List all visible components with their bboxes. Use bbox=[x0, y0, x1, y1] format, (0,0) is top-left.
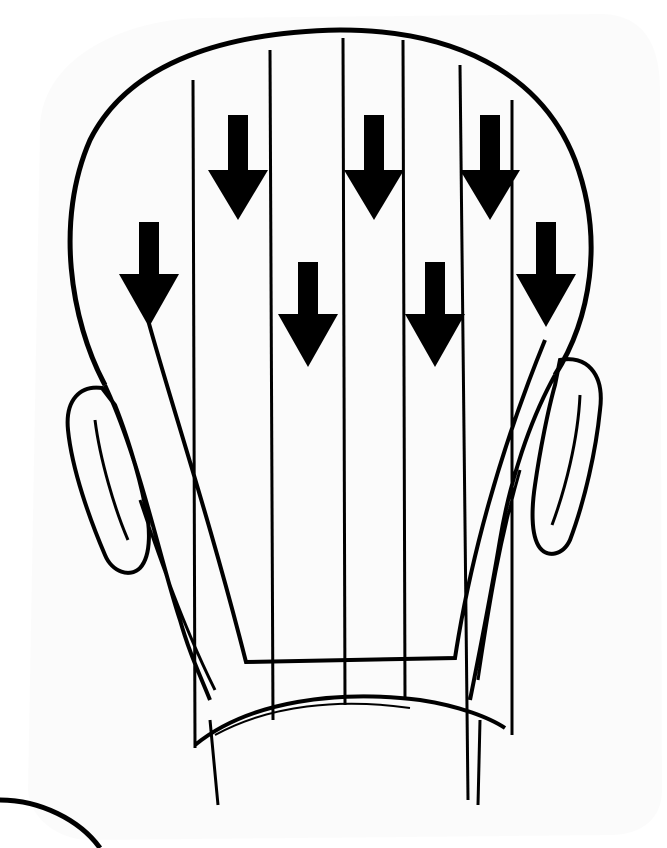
guide-line-8 bbox=[478, 720, 480, 805]
guide-line-1 bbox=[193, 80, 195, 748]
guide-line-3 bbox=[343, 38, 345, 705]
guide-line-4 bbox=[403, 40, 405, 700]
